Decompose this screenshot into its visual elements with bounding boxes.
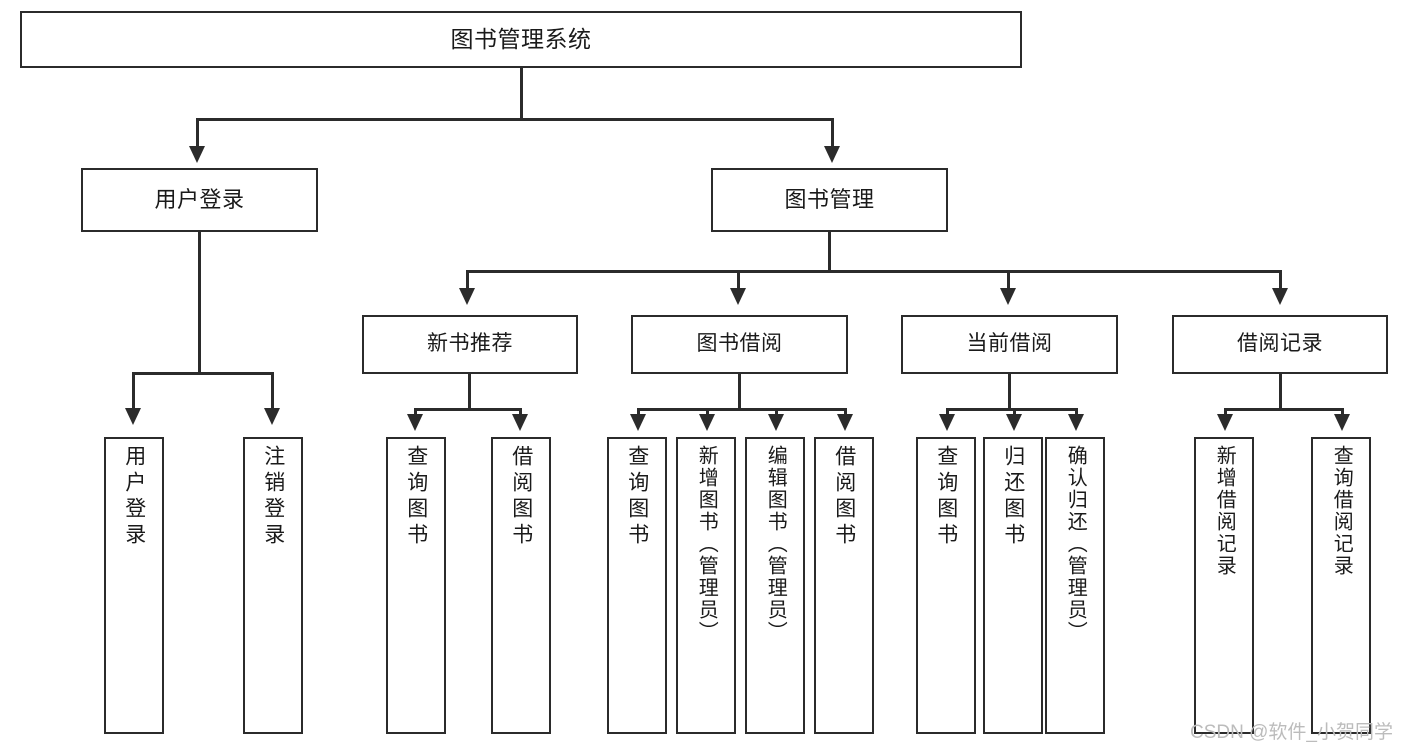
node-user-login-label: 用户登录 bbox=[154, 187, 245, 213]
edge-records-stem bbox=[1279, 374, 1282, 410]
node-root-system-label: 图书管理系统 bbox=[450, 26, 592, 53]
leaf-query-book-current-label: 查询图书 bbox=[934, 445, 958, 549]
arrowhead-records-leaf-2 bbox=[1334, 414, 1350, 431]
node-current-borrow-label: 当前借阅 bbox=[966, 332, 1053, 356]
arrowhead-new-books-leaf-2 bbox=[512, 414, 528, 431]
edge-user-login-to-leaf-2 bbox=[271, 372, 274, 410]
leaf-borrow-book-new-label: 借阅图书 bbox=[509, 445, 533, 549]
edge-records-to-leaf-1 bbox=[1224, 408, 1227, 418]
leaf-query-book-current[interactable]: 查询图书 bbox=[916, 437, 976, 734]
leaf-confirm-return-admin-label: 确认归还（管理员） bbox=[1064, 445, 1087, 643]
edge-root-stem bbox=[520, 68, 523, 120]
node-book-management[interactable]: 图书管理 bbox=[711, 168, 948, 232]
arrowhead-borrow-leaf-3 bbox=[768, 414, 784, 431]
arrowhead-borrow-leaf-4 bbox=[837, 414, 853, 431]
edge-records-to-leaf-2 bbox=[1341, 408, 1344, 418]
leaf-return-book[interactable]: 归还图书 bbox=[983, 437, 1043, 734]
leaf-return-book-label: 归还图书 bbox=[1001, 445, 1025, 549]
arrowhead-current-leaf-2 bbox=[1006, 414, 1022, 431]
edge-new-books-stem bbox=[468, 374, 471, 410]
leaf-edit-book-admin[interactable]: 编辑图书（管理员） bbox=[745, 437, 805, 734]
node-user-login[interactable]: 用户登录 bbox=[81, 168, 318, 232]
edge-root-to-book-mgmt bbox=[831, 118, 834, 148]
leaf-query-borrow-record-label: 查询借阅记录 bbox=[1330, 445, 1353, 577]
arrowhead-borrow-leaf-2 bbox=[699, 414, 715, 431]
leaf-query-book-new[interactable]: 查询图书 bbox=[386, 437, 446, 734]
arrowhead-user-login-leaf-1 bbox=[125, 408, 141, 425]
edge-user-login-bus bbox=[132, 372, 273, 375]
leaf-add-book-admin[interactable]: 新增图书（管理员） bbox=[676, 437, 736, 734]
leaf-logout[interactable]: 注销登录 bbox=[243, 437, 303, 734]
leaf-borrow-book-label: 借阅图书 bbox=[832, 445, 856, 549]
arrowhead-root-to-book-mgmt bbox=[824, 146, 840, 163]
edge-book-mgmt-to-new-books bbox=[466, 270, 469, 290]
edge-current-stem bbox=[1008, 374, 1011, 410]
edge-new-books-to-leaf-2 bbox=[519, 408, 522, 418]
leaf-add-book-admin-label: 新增图书（管理员） bbox=[695, 445, 718, 643]
leaf-confirm-return-admin[interactable]: 确认归还（管理员） bbox=[1045, 437, 1105, 734]
node-book-management-label: 图书管理 bbox=[784, 187, 875, 213]
arrowhead-new-books bbox=[459, 288, 475, 305]
edge-borrow-to-leaf-4 bbox=[844, 408, 847, 418]
leaf-user-login[interactable]: 用户登录 bbox=[104, 437, 164, 734]
leaf-query-book-new-label: 查询图书 bbox=[404, 445, 428, 549]
arrowhead-current-leaf-3 bbox=[1068, 414, 1084, 431]
edge-book-mgmt-stem bbox=[828, 232, 831, 272]
leaf-query-book-borrow[interactable]: 查询图书 bbox=[607, 437, 667, 734]
edge-new-books-bus bbox=[414, 408, 522, 411]
csdn-watermark: CSDN @软件_小贺同学 bbox=[1190, 722, 1393, 743]
edge-borrow-bus bbox=[637, 408, 844, 411]
node-current-borrow[interactable]: 当前借阅 bbox=[901, 315, 1118, 374]
node-borrow-records[interactable]: 借阅记录 bbox=[1172, 315, 1388, 374]
leaf-add-borrow-record[interactable]: 新增借阅记录 bbox=[1194, 437, 1254, 734]
edge-book-mgmt-to-current bbox=[1007, 270, 1010, 290]
leaf-borrow-book-new[interactable]: 借阅图书 bbox=[491, 437, 551, 734]
node-new-book-recommend-label: 新书推荐 bbox=[427, 332, 513, 356]
arrowhead-root-to-user-login bbox=[189, 146, 205, 163]
leaf-user-login-label: 用户登录 bbox=[122, 445, 146, 549]
node-new-book-recommend[interactable]: 新书推荐 bbox=[362, 315, 578, 374]
edge-user-login-stem bbox=[198, 232, 201, 374]
edge-borrow-stem bbox=[738, 374, 741, 410]
leaf-query-book-borrow-label: 查询图书 bbox=[625, 445, 649, 549]
arrowhead-borrow-leaf-1 bbox=[630, 414, 646, 431]
leaf-logout-label: 注销登录 bbox=[261, 445, 285, 549]
edge-user-login-to-leaf-1 bbox=[132, 372, 135, 410]
node-book-borrow-label: 图书借阅 bbox=[696, 332, 783, 356]
edge-book-mgmt-to-records bbox=[1279, 270, 1282, 290]
edge-records-bus bbox=[1224, 408, 1344, 411]
node-book-borrow[interactable]: 图书借阅 bbox=[631, 315, 848, 374]
leaf-query-borrow-record[interactable]: 查询借阅记录 bbox=[1311, 437, 1371, 734]
arrowhead-records bbox=[1272, 288, 1288, 305]
edge-borrow-to-leaf-1 bbox=[637, 408, 640, 418]
node-borrow-records-label: 借阅记录 bbox=[1237, 332, 1323, 356]
arrowhead-current-leaf-1 bbox=[939, 414, 955, 431]
node-root-system[interactable]: 图书管理系统 bbox=[20, 11, 1022, 68]
edge-current-bus bbox=[946, 408, 1078, 411]
edge-current-to-leaf-3 bbox=[1075, 408, 1078, 418]
edge-book-mgmt-to-borrow bbox=[737, 270, 740, 290]
edge-current-to-leaf-1 bbox=[946, 408, 949, 418]
edge-borrow-to-leaf-3 bbox=[775, 408, 778, 418]
arrowhead-records-leaf-1 bbox=[1217, 414, 1233, 431]
arrowhead-new-books-leaf-1 bbox=[407, 414, 423, 431]
edge-root-bus bbox=[196, 118, 834, 121]
edge-borrow-to-leaf-2 bbox=[706, 408, 709, 418]
edge-current-to-leaf-2 bbox=[1013, 408, 1016, 418]
edge-book-mgmt-bus bbox=[466, 270, 1282, 273]
leaf-edit-book-admin-label: 编辑图书（管理员） bbox=[764, 445, 787, 643]
leaf-add-borrow-record-label: 新增借阅记录 bbox=[1213, 445, 1236, 577]
arrowhead-user-login-leaf-2 bbox=[264, 408, 280, 425]
leaf-borrow-book[interactable]: 借阅图书 bbox=[814, 437, 874, 734]
arrowhead-current bbox=[1000, 288, 1016, 305]
arrowhead-borrow bbox=[730, 288, 746, 305]
edge-root-to-user-login bbox=[196, 118, 199, 148]
edge-new-books-to-leaf-1 bbox=[414, 408, 417, 418]
